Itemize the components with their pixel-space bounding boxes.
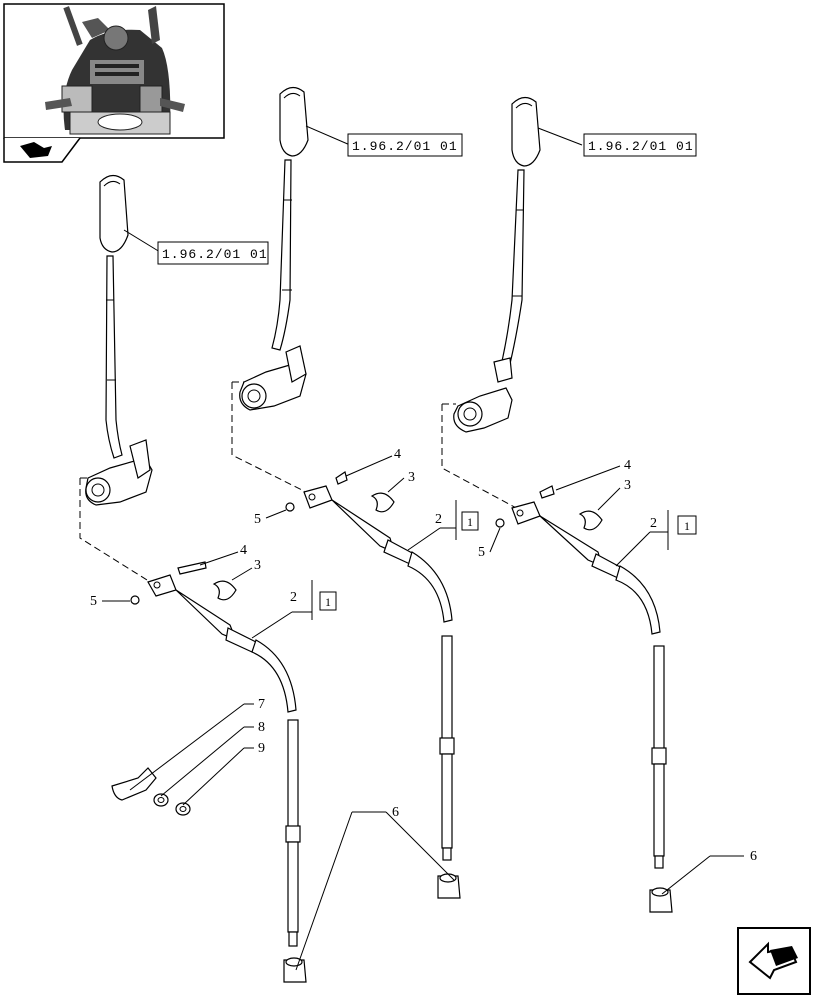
kit-marker-left: 1 — [251, 580, 337, 639]
callout-middle-4: 4 — [394, 447, 401, 462]
lever-assembly-right — [453, 96, 673, 913]
callout-6-left: 6 — [392, 805, 399, 820]
kit-marker-middle-label: 1 — [467, 515, 473, 529]
callout-middle-3: 3 — [408, 470, 415, 485]
clamp-part — [111, 767, 157, 801]
callout-middle-5: 5 — [254, 512, 261, 527]
callout-right-2: 2 — [650, 516, 657, 531]
reference-box-right[interactable]: 1.96.2/01 01 — [537, 127, 697, 157]
tractor-thumbnail-icon[interactable] — [3, 3, 225, 139]
kit-marker-right-label: 1 — [684, 519, 690, 533]
callout-9: 9 — [258, 741, 265, 756]
callout-right-4: 4 — [624, 458, 631, 473]
callout-6-right: 6 — [750, 849, 757, 864]
callout-right-3: 3 — [624, 478, 631, 493]
reference-label-middle: 1.96.2/01 01 — [352, 139, 458, 154]
kit-marker-middle: 1 — [407, 500, 479, 551]
callout-middle-2: 2 — [435, 512, 442, 527]
reference-box-left[interactable]: 1.96.2/01 01 — [123, 229, 269, 265]
reference-label-left: 1.96.2/01 01 — [162, 247, 268, 262]
lever-assembly-left — [85, 174, 307, 983]
kit-marker-right: 1 — [615, 510, 697, 567]
next-page-arrow-icon[interactable] — [737, 927, 811, 995]
washer-part — [153, 793, 169, 807]
callout-right-5: 5 — [478, 545, 485, 560]
reference-box-middle[interactable]: 1.96.2/01 01 — [305, 125, 463, 157]
previous-page-arrow-icon[interactable] — [3, 137, 81, 163]
callout-left-2: 2 — [290, 590, 297, 605]
lever-assembly-middle — [239, 86, 461, 899]
callout-7: 7 — [258, 697, 265, 712]
reference-label-right: 1.96.2/01 01 — [588, 139, 694, 154]
callout-left-3: 3 — [254, 558, 261, 573]
kit-marker-left-label: 1 — [325, 595, 331, 609]
callout-left-4: 4 — [240, 543, 247, 558]
callout-8: 8 — [258, 720, 265, 735]
nut-part — [175, 802, 191, 816]
callout-left-5: 5 — [90, 594, 97, 609]
